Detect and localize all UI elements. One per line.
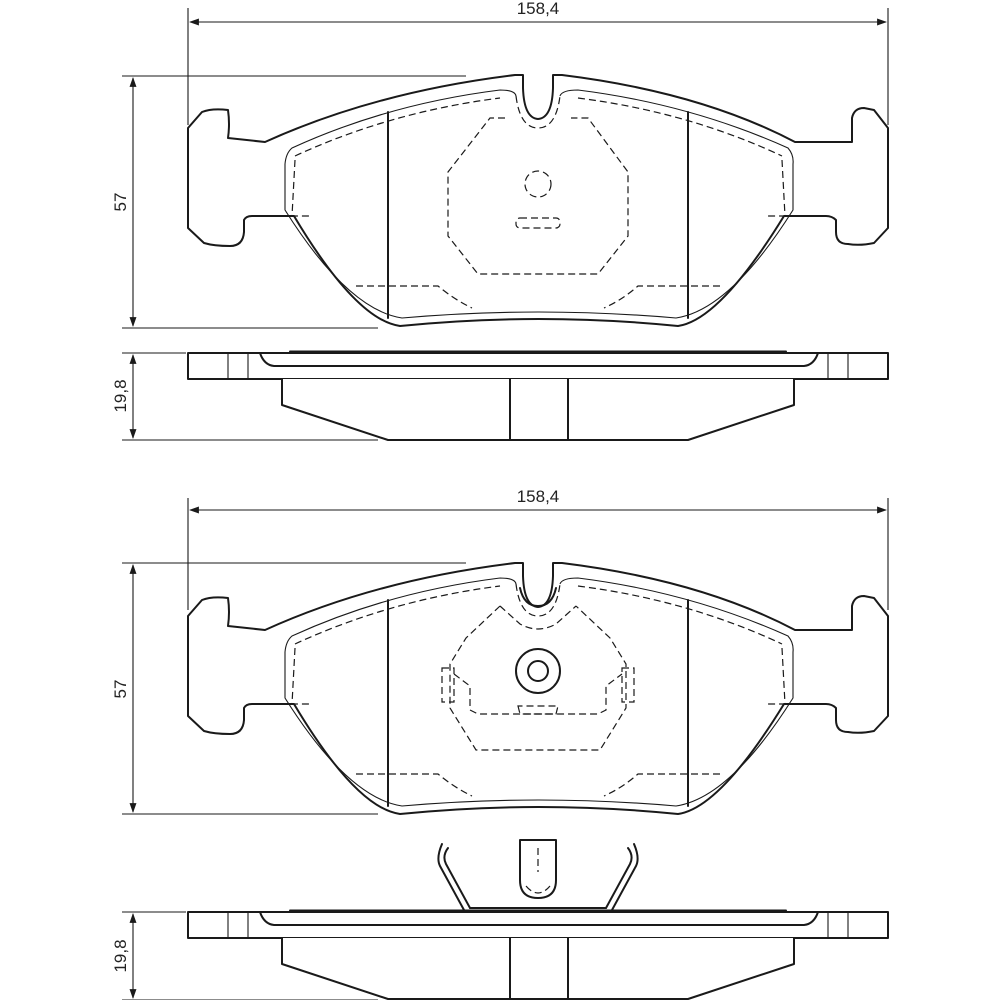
top-pad-group: 158,4 57 19,8	[111, 0, 889, 441]
bottom-clip-icon	[517, 705, 559, 715]
top-slot-icon	[515, 217, 561, 229]
top-height-label: 57	[111, 193, 130, 212]
bottom-height-label: 57	[111, 680, 130, 699]
top-center-hole-icon	[524, 170, 552, 198]
top-backing-dashed-outline	[447, 117, 629, 275]
top-thickness-label: 19,8	[111, 379, 130, 412]
bottom-pad-group: 158,4 57	[111, 487, 889, 1000]
bottom-clip-dashed-outline	[449, 605, 627, 751]
bottom-thickness-label: 19,8	[111, 939, 130, 972]
bottom-width-label: 158,4	[517, 487, 560, 506]
top-pad-side-view	[187, 350, 889, 441]
bottom-pad-side-view	[187, 909, 889, 1000]
top-width-label: 158,4	[517, 0, 560, 18]
top-pad-face	[187, 74, 889, 327]
bottom-center-boss-icon	[515, 648, 561, 694]
bottom-pad-face	[187, 562, 889, 815]
